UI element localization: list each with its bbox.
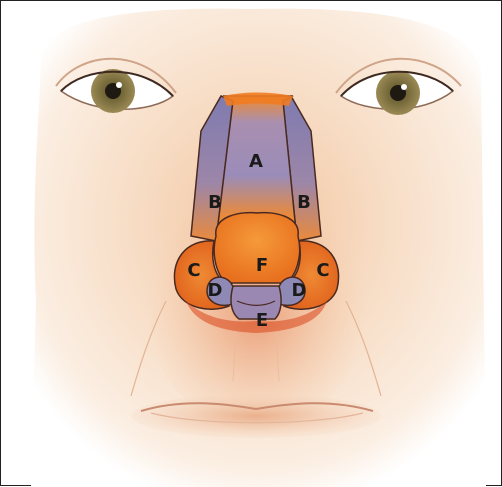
label-D-left: D — [208, 280, 223, 301]
label-D-right: D — [292, 280, 307, 301]
label-C-left: C — [187, 260, 200, 281]
label-B-right: B — [297, 192, 311, 213]
label-C-right: C — [316, 260, 329, 281]
label-F: F — [256, 255, 268, 276]
label-E: E — [256, 310, 268, 331]
label-B-left: B — [208, 192, 222, 213]
mouth — [131, 394, 381, 438]
label-A: A — [249, 151, 263, 172]
